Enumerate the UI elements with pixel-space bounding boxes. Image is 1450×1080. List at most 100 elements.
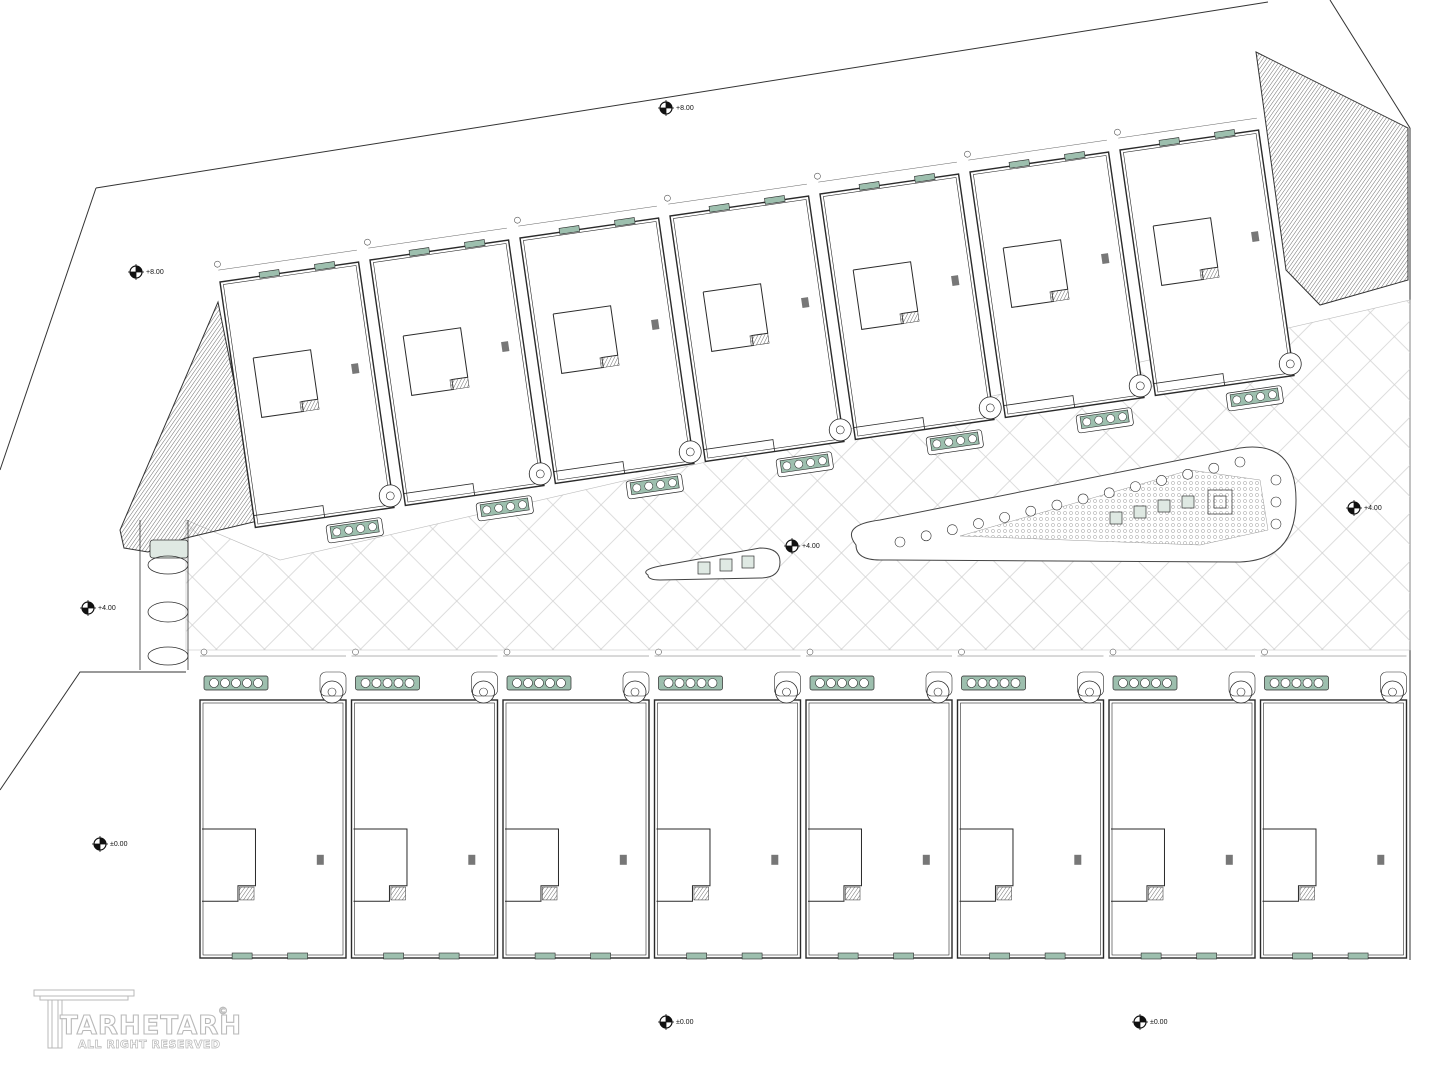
planter-shrub	[1291, 678, 1302, 688]
window-box	[989, 952, 1010, 960]
stair-hatch	[1148, 886, 1164, 901]
planter-shrub	[220, 678, 230, 688]
vent-shaft	[351, 363, 360, 375]
planter-shrub	[1140, 678, 1150, 688]
planter-shrub	[523, 678, 533, 688]
lower-unit	[350, 648, 499, 960]
spiral-stair	[678, 440, 702, 464]
grid-bubble	[503, 648, 511, 656]
planter-shrub	[1244, 393, 1253, 403]
stair-enclosure	[622, 671, 650, 697]
grid-bubble	[664, 194, 671, 202]
planter-shrub	[644, 481, 653, 491]
spiral-stair-core	[985, 403, 995, 413]
level-label: +8.00	[676, 105, 694, 112]
vent-shaft	[951, 275, 960, 287]
upper-unit	[214, 249, 402, 544]
vent-shaft	[1074, 854, 1082, 865]
window-box	[764, 195, 786, 205]
upper-unit	[364, 227, 552, 522]
level-label: +4.00	[1364, 505, 1382, 512]
entry-recess	[253, 505, 326, 528]
level-marker: +8.00	[658, 100, 694, 116]
level-label: ±0.00	[110, 841, 128, 848]
level-markers: +8.00 +8.00 +4.00 +4.00 +4.00 ±0.00 ±0.0…	[80, 100, 1382, 1030]
island-seat	[1270, 474, 1282, 486]
front-planter	[629, 475, 680, 496]
stair-enclosure	[319, 671, 347, 697]
planter-shrub	[1118, 412, 1127, 422]
planter-shrub	[1106, 414, 1115, 423]
window-box	[408, 247, 431, 257]
planter-shrub	[404, 678, 415, 688]
planter-shrub	[556, 678, 566, 688]
spiral-stair-core	[1285, 359, 1295, 369]
planter-shrub	[663, 678, 674, 688]
spiral-stair-core	[385, 491, 395, 501]
lower-building-row	[199, 648, 1408, 960]
planter-shrub	[944, 437, 953, 447]
small-oval-island	[645, 547, 781, 581]
window-box	[287, 952, 308, 960]
pillar-logo-icon	[33, 989, 135, 1049]
planter-shrub	[707, 678, 718, 688]
planter-shrub	[382, 678, 393, 688]
spiral-stair-core	[535, 469, 545, 479]
level-label: ±0.00	[1150, 1019, 1168, 1026]
planter-shrub	[1082, 417, 1092, 427]
grid-bubble	[214, 260, 221, 268]
front-planter	[479, 497, 530, 518]
window-box	[1196, 952, 1217, 960]
window-box	[1158, 137, 1181, 147]
stair-hatch	[239, 886, 255, 901]
planter-shrub	[231, 678, 241, 688]
front-planter	[779, 453, 830, 474]
upper-unit	[964, 139, 1152, 434]
level-marker: +8.00	[128, 264, 164, 280]
lower-unit	[653, 648, 802, 960]
planter-shrub	[818, 456, 827, 466]
spiral-stair	[775, 680, 798, 704]
planter-shrub	[482, 505, 492, 515]
window-box	[258, 269, 281, 279]
vent-shaft	[316, 854, 324, 865]
entry-recess	[853, 417, 926, 440]
side-seating-nodes	[139, 520, 189, 670]
spiral-stair	[978, 396, 1002, 420]
vent-shaft	[501, 341, 510, 353]
planter-shrub	[632, 483, 642, 493]
island-seat	[999, 512, 1010, 523]
spiral-stair	[528, 462, 552, 486]
spiral-stair	[1278, 352, 1302, 376]
lower-unit	[1259, 648, 1408, 960]
unit-outline	[653, 699, 802, 959]
window-box	[1292, 952, 1313, 960]
stair-hatch	[749, 332, 770, 347]
planter-shrub	[494, 503, 503, 513]
grid-bubble	[1261, 648, 1268, 656]
dimension-line	[818, 161, 957, 183]
planter-shrub	[393, 678, 404, 688]
island-seat	[1051, 499, 1063, 511]
spiral-stair-core	[685, 447, 695, 457]
stair-hatch	[1299, 886, 1315, 901]
planter-shrub	[848, 678, 858, 688]
planter-shrub	[242, 678, 252, 688]
planter-shrub	[956, 436, 965, 445]
planter-shrub	[253, 678, 263, 688]
vent-shaft	[1225, 854, 1233, 865]
upper-unit	[814, 161, 1002, 456]
planter-shrub	[512, 678, 522, 688]
spiral-stair	[1128, 374, 1152, 398]
light-well	[808, 828, 862, 902]
unit-outline	[369, 239, 545, 507]
spiral-stair-core	[835, 425, 845, 435]
stair-enclosure	[774, 671, 801, 697]
entry-recess	[703, 439, 776, 462]
entry-recess	[553, 461, 626, 484]
window-box	[464, 239, 486, 249]
planter-shrub	[1151, 678, 1161, 688]
vent-shaft	[1251, 231, 1260, 243]
stair-hatch	[1199, 266, 1220, 281]
